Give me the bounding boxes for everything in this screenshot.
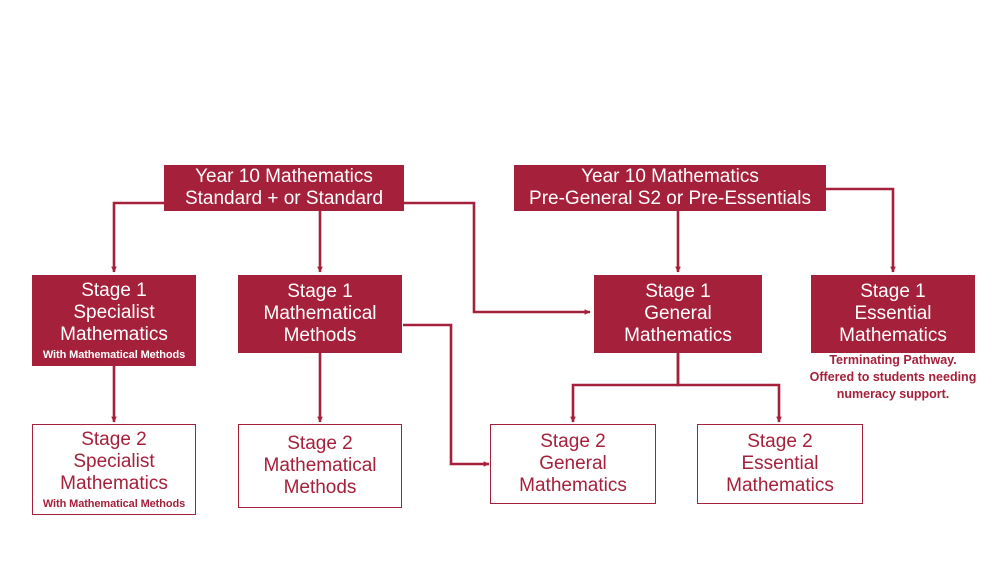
edge-standard-to-specialist [111, 201, 164, 273]
node-stage2-specialist-title: Stage 2 Specialist Mathematics [60, 428, 168, 494]
annotation-essential-note: Terminating Pathway. Offered to students… [809, 353, 977, 401]
connector-paths [111, 187, 896, 467]
edge-s1general-to-s2general [570, 353, 680, 423]
node-stage2-essential-title: Stage 2 Essential Mathematics [726, 430, 834, 497]
node-year10-pregeneral[interactable]: Year 10 Mathematics Pre-General S2 or Pr… [514, 165, 826, 211]
node-stage1-specialist-subtitle: With Mathematical Methods [42, 348, 186, 361]
node-year10-pregeneral-title: Year 10 Mathematics Pre-General S2 or Pr… [529, 165, 811, 209]
node-stage2-general-title: Stage 2 General Mathematics [519, 430, 627, 497]
node-stage1-essential[interactable]: Stage 1 Essential Mathematics [811, 275, 975, 353]
node-stage1-general-title: Stage 1 General Mathematics [624, 280, 732, 347]
node-stage2-methods[interactable]: Stage 2 Mathematical Methods [238, 424, 402, 508]
node-stage2-methods-title: Stage 2 Mathematical Methods [263, 432, 377, 499]
node-stage1-methods-title: Stage 1 Mathematical Methods [263, 280, 377, 347]
edge-standard-to-general [404, 201, 591, 315]
node-year10-standard-title: Year 10 Mathematics Standard + or Standa… [184, 165, 384, 209]
node-stage1-methods[interactable]: Stage 1 Mathematical Methods [238, 275, 402, 353]
node-stage1-specialist-title: Stage 1 Specialist Mathematics [60, 279, 168, 345]
node-year10-standard[interactable]: Year 10 Mathematics Standard + or Standa… [164, 165, 404, 211]
node-stage2-general[interactable]: Stage 2 General Mathematics [490, 424, 656, 504]
node-stage2-specialist[interactable]: Stage 2 Specialist Mathematics With Math… [32, 424, 196, 515]
node-stage2-essential[interactable]: Stage 2 Essential Mathematics [697, 424, 863, 504]
node-stage1-general[interactable]: Stage 1 General Mathematics [594, 275, 762, 353]
node-stage1-essential-title: Stage 1 Essential Mathematics [839, 280, 947, 347]
edge-s1general-to-s2essential [676, 353, 782, 423]
node-stage2-specialist-subtitle: With Mathematical Methods [42, 497, 186, 510]
node-stage1-specialist[interactable]: Stage 1 Specialist Mathematics With Math… [32, 275, 196, 366]
edge-pregeneral-to-essential [826, 187, 896, 273]
edge-s1methods-to-s2general [403, 323, 490, 467]
